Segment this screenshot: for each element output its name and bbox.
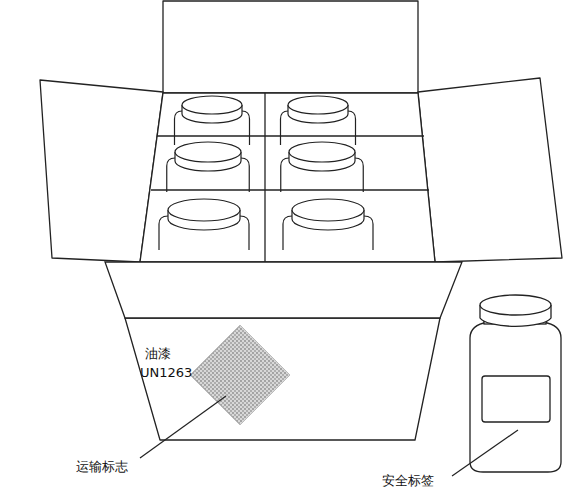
paint-jar: [167, 142, 250, 192]
jar-lid-top: [175, 142, 241, 162]
box-front: [125, 318, 440, 440]
jar-lid-top: [288, 96, 348, 114]
paint-jar: [159, 199, 249, 250]
right-flap: [418, 78, 562, 262]
callout-label: 安全标签: [382, 474, 434, 489]
divider: [264, 93, 265, 262]
jar-lid-top: [289, 142, 355, 162]
jar-lid-top: [168, 199, 240, 221]
transport-mark: [190, 325, 290, 425]
paint-jar: [283, 199, 373, 250]
leader-line: [140, 396, 226, 458]
back-flap: [163, 1, 418, 93]
single-jar: [470, 295, 561, 472]
divider: [157, 135, 424, 136]
paint-jar: [281, 96, 356, 145]
jar-lid-top: [182, 96, 242, 114]
paint-jar: [175, 96, 250, 145]
front-flap: [105, 262, 462, 318]
box-interior: [140, 93, 435, 262]
paint-jar: [281, 142, 364, 192]
callout-label: 运输标志: [76, 460, 128, 475]
jar-lid-top: [292, 199, 364, 221]
divider: [151, 189, 429, 190]
un-number: UN1263: [140, 366, 192, 381]
leader-line: [452, 430, 518, 476]
product-name: 油漆: [145, 347, 171, 362]
